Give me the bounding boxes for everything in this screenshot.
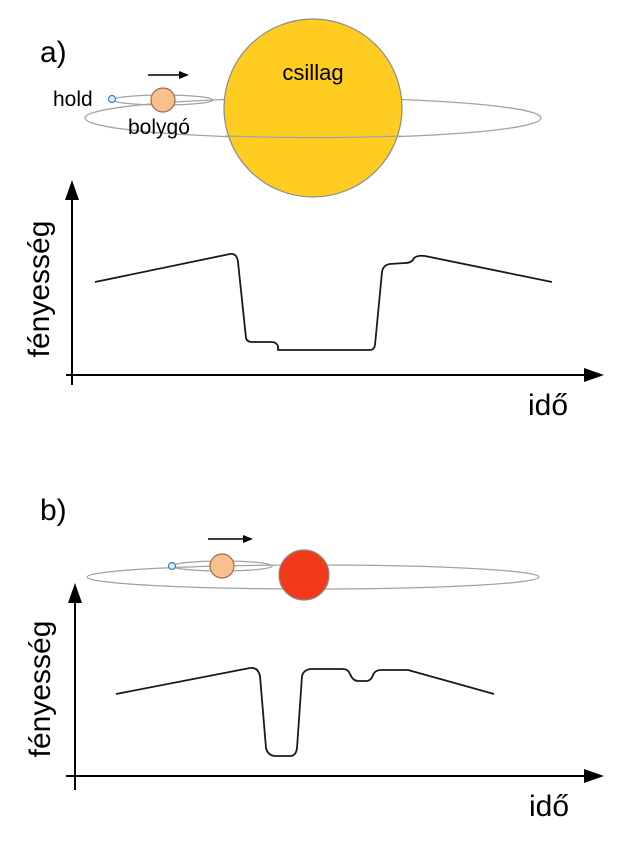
light-curve <box>115 667 495 757</box>
y-axis-arrowhead <box>68 583 82 603</box>
star-label: csillag <box>282 60 343 85</box>
panel-a-light-curve: fényesség idő <box>23 180 604 422</box>
x-axis-arrowhead <box>584 769 604 783</box>
panel-a: a) csillag hold bolygó fényess <box>23 18 604 422</box>
panel-b-light-curve: fényesség idő <box>24 583 604 823</box>
motion-arrow-head <box>179 71 189 79</box>
star <box>223 18 403 198</box>
light-curve <box>94 253 553 351</box>
panel-a-orbit-system: csillag hold bolygó <box>53 18 542 198</box>
planet-label: bolygó <box>128 116 190 139</box>
x-axis-arrowhead <box>584 368 604 382</box>
moon <box>167 561 177 571</box>
moon <box>107 94 117 104</box>
x-axis-label: idő <box>528 389 568 422</box>
moon-label: hold <box>53 88 93 111</box>
panel-b-orbit-system <box>86 535 540 601</box>
y-axis-arrowhead <box>65 180 79 200</box>
x-axis-label: idő <box>529 790 569 823</box>
planet-orbit-front-arc <box>224 135 402 139</box>
planet <box>150 87 176 113</box>
y-axis-label: fényesség <box>24 621 57 758</box>
star <box>278 549 330 601</box>
y-axis-label: fényesség <box>23 221 56 358</box>
panel-a-letter: a) <box>40 36 67 69</box>
planet <box>209 553 235 579</box>
panel-b-letter: b) <box>40 494 67 527</box>
panel-b: b) fényesség idő <box>24 494 604 823</box>
motion-arrow-head <box>243 535 253 543</box>
